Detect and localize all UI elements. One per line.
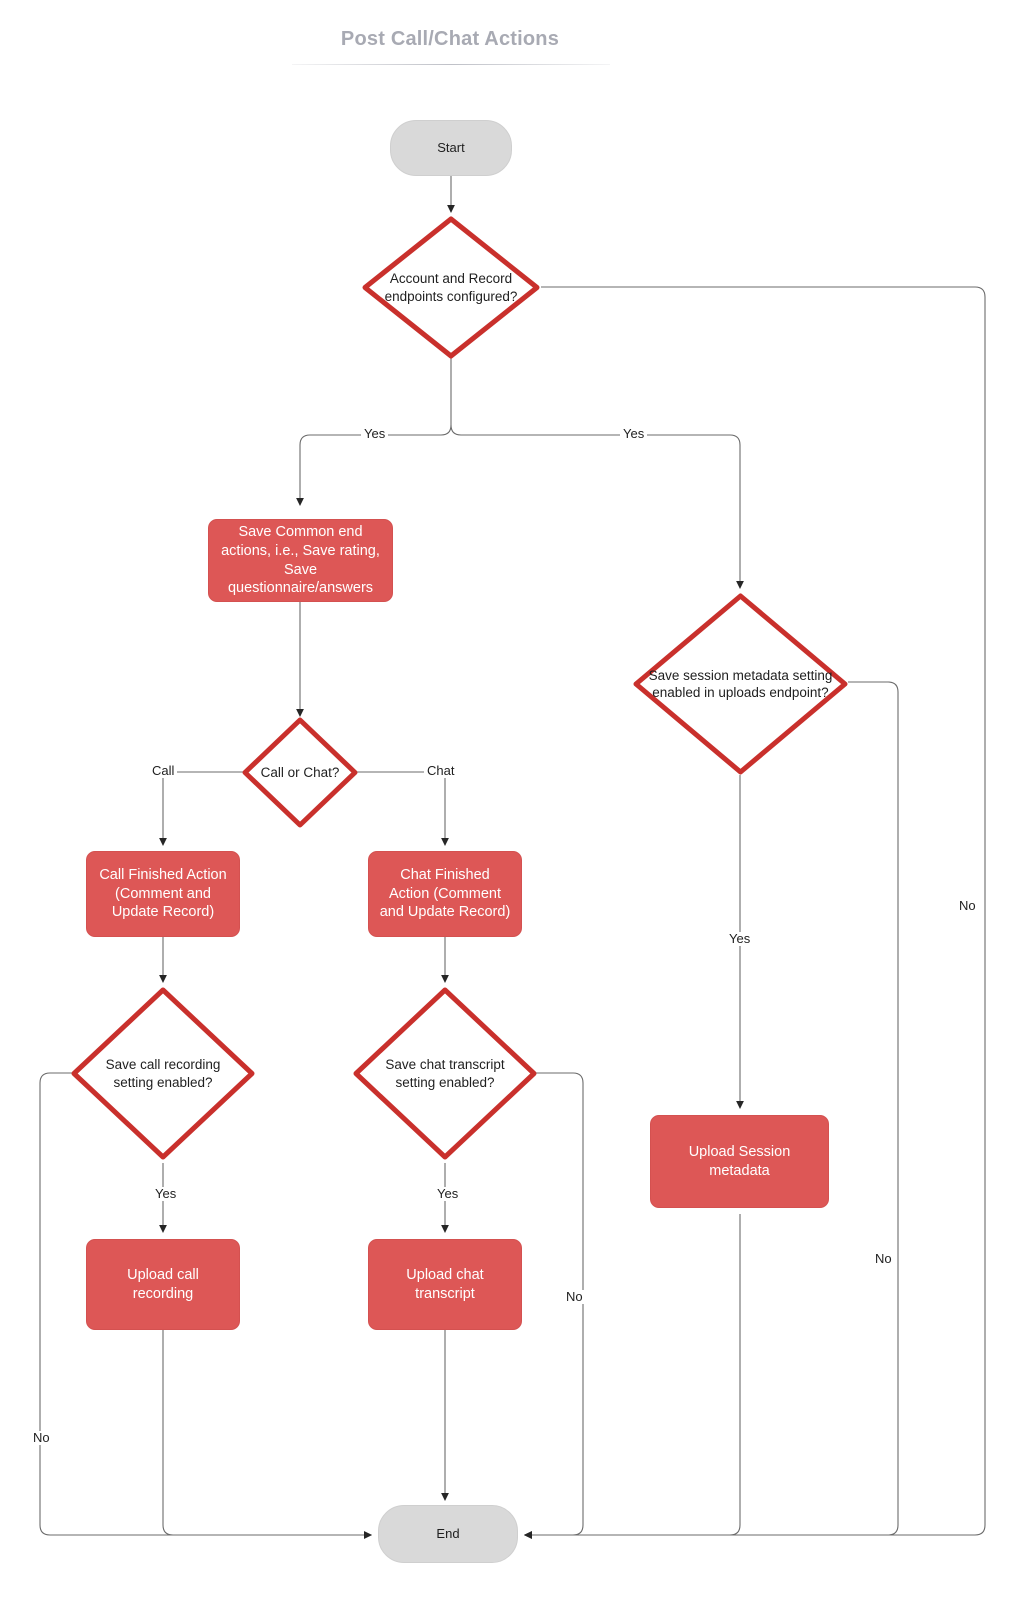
node-save-chat-transcript-decision[interactable]: Save chat transcript setting enabled? bbox=[352, 986, 538, 1161]
node-start[interactable]: Start bbox=[390, 120, 512, 176]
node-upload-call-recording-label: Upload call recording bbox=[127, 1266, 199, 1302]
edge-label-branch-call: Call bbox=[149, 763, 178, 779]
node-end-label: End bbox=[436, 1525, 460, 1541]
node-call-or-chat-decision[interactable]: Call or Chat? bbox=[241, 716, 359, 829]
node-chat-finished-action-label: Chat Finished Action (Comment and Update… bbox=[379, 867, 511, 921]
node-upload-chat-transcript[interactable]: Upload chat transcript bbox=[368, 1239, 522, 1330]
edge-label-save-chat-transcript-no: No bbox=[563, 1289, 586, 1305]
edge-uploadcallrec-to-end bbox=[162, 1330, 372, 1539]
node-start-label: Start bbox=[437, 139, 465, 155]
edge-account-yes-right bbox=[450, 424, 744, 589]
edge-label-branch-chat: Chat bbox=[424, 763, 458, 779]
edge-label-account-yes-right: Yes bbox=[620, 426, 648, 442]
node-save-session-metadata-decision[interactable]: Save session metadata setting enabled in… bbox=[632, 592, 849, 776]
diamond-shape bbox=[362, 216, 540, 359]
node-save-call-recording-label: Save call recording setting enabled? bbox=[105, 1057, 221, 1090]
node-upload-call-recording[interactable]: Upload call recording bbox=[86, 1239, 240, 1330]
edge-label-save-session-no: No bbox=[872, 1251, 895, 1267]
node-save-call-recording-decision[interactable]: Save call recording setting enabled? bbox=[70, 986, 256, 1161]
node-chat-finished-action[interactable]: Chat Finished Action (Comment and Update… bbox=[368, 851, 522, 937]
node-end[interactable]: End bbox=[378, 1505, 518, 1563]
node-call-or-chat-label: Call or Chat? bbox=[260, 764, 340, 780]
edge-label-save-call-recording-no: No bbox=[30, 1430, 53, 1446]
node-call-finished-action[interactable]: Call Finished Action (Comment and Update… bbox=[86, 851, 240, 937]
node-upload-session-metadata[interactable]: Upload Session metadata bbox=[650, 1115, 829, 1208]
node-upload-session-metadata-label: Upload Session metadata bbox=[688, 1143, 791, 1179]
edge-label-save-chat-transcript-yes: Yes bbox=[434, 1186, 462, 1202]
edge-uploadsession-to-end bbox=[524, 1214, 741, 1539]
node-account-record-decision[interactable]: Account and Record endpoints configured? bbox=[361, 215, 541, 360]
edge-label-save-call-recording-yes: Yes bbox=[152, 1186, 180, 1202]
diamond-shape bbox=[71, 987, 255, 1160]
diamond-shape bbox=[633, 593, 848, 775]
node-save-chat-transcript-label: Save chat transcript setting enabled? bbox=[385, 1057, 505, 1090]
edge-call-branch bbox=[159, 771, 243, 846]
edge-account-no-to-end bbox=[524, 286, 986, 1539]
node-upload-chat-transcript-label: Upload chat transcript bbox=[406, 1266, 484, 1302]
edge-label-account-no: No bbox=[956, 898, 979, 914]
node-save-common-actions[interactable]: Save Common end actions, i.e., Save rati… bbox=[208, 519, 393, 602]
edge-savesession-no-to-end bbox=[524, 681, 899, 1539]
node-call-finished-action-label: Call Finished Action (Comment and Update… bbox=[99, 867, 227, 921]
diamond-shape bbox=[353, 987, 537, 1160]
edge-label-account-yes-left: Yes bbox=[361, 426, 389, 442]
edge-label-save-session-yes: Yes bbox=[726, 931, 754, 947]
node-save-common-actions-label: Save Common end actions, i.e., Save rati… bbox=[221, 524, 380, 597]
diamond-shape bbox=[242, 717, 358, 828]
node-save-session-metadata-label: Save session metadata setting enabled in… bbox=[648, 667, 833, 700]
title-divider bbox=[292, 64, 610, 65]
page-title: Post Call/Chat Actions bbox=[340, 28, 560, 50]
edge-chat-branch bbox=[357, 771, 449, 846]
node-account-record-label: Account and Record endpoints configured? bbox=[384, 271, 518, 304]
